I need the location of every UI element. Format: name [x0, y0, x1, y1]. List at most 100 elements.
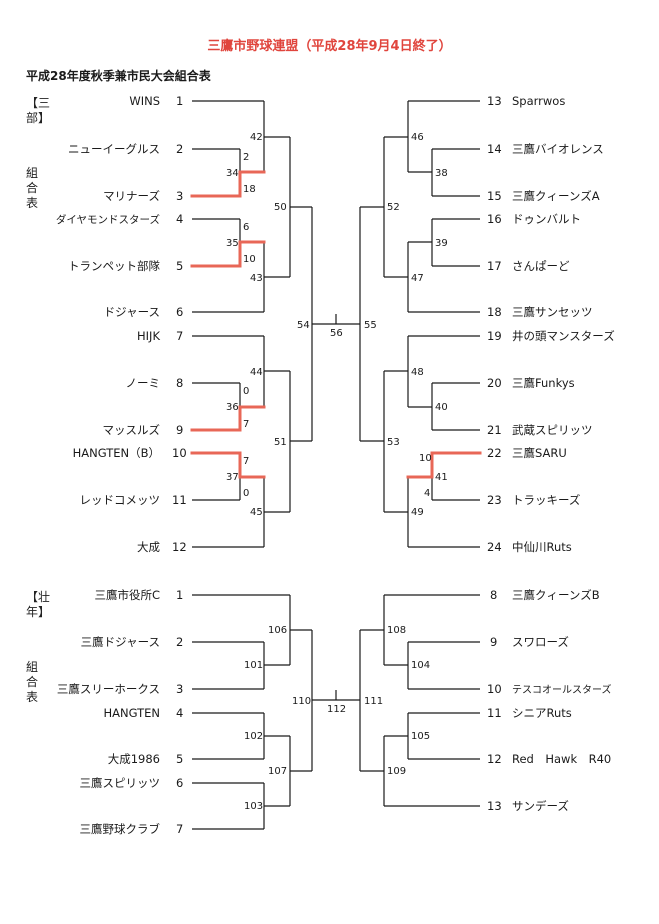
score: 6	[243, 222, 249, 233]
team-number: 12	[172, 540, 187, 554]
team-name: 大成	[137, 540, 160, 554]
team-name: 三鷹クィーンズB	[512, 588, 600, 602]
score: 7	[243, 456, 249, 467]
team-name: 三鷹スピリッツ	[80, 776, 161, 790]
game-number: 103	[244, 801, 263, 812]
team-name: ニューイーグルス	[68, 142, 160, 156]
team-number: 21	[487, 423, 502, 437]
team-number: 13	[487, 94, 502, 108]
team-name: ドゥンバルト	[512, 212, 581, 226]
team-labels: WINS 1 ニューイーグルス 2 マリナーズ 3 ダイヤモンドスターズ 4 ト…	[56, 94, 615, 836]
team-name: 三鷹市役所C	[94, 588, 160, 602]
game-number: 42	[250, 132, 263, 143]
game-number: 36	[226, 402, 239, 413]
game-number: 110	[292, 696, 311, 707]
game-number: 107	[268, 766, 287, 777]
score: 2	[243, 152, 249, 163]
team-name: スワローズ	[512, 635, 569, 649]
game-number: 47	[411, 273, 424, 284]
team-name: 三鷹スリーホークス	[57, 682, 160, 696]
team-number: 23	[487, 493, 502, 507]
team-number: 16	[487, 212, 502, 226]
team-number: 24	[487, 540, 502, 554]
score: 0	[243, 386, 249, 397]
division-sub-label-sanbu: 組合表	[26, 166, 39, 210]
team-name: 三鷹SARU	[512, 446, 567, 460]
team-number: 1	[176, 588, 183, 602]
team-number: 8	[176, 376, 183, 390]
winner-paths	[190, 170, 482, 479]
team-name: HANGTEN	[103, 706, 160, 720]
game-number: 101	[244, 660, 263, 671]
game-number: 56	[330, 328, 343, 339]
team-number: 9	[176, 423, 183, 437]
team-name: トランペット部隊	[68, 259, 160, 273]
score-labels: 2 18 6 10 0 7 7 0 10 4	[243, 152, 432, 499]
team-name: 井の頭マンスターズ	[512, 329, 615, 343]
team-name: 三鷹Funkys	[512, 376, 575, 390]
team-name: マリナーズ	[103, 189, 160, 203]
team-number: 7	[176, 329, 183, 343]
game-number: 102	[244, 731, 263, 742]
game-number: 55	[364, 320, 377, 331]
team-name: 武蔵スピリッツ	[512, 423, 593, 437]
team-number: 10	[172, 446, 187, 460]
team-number: 9	[490, 635, 497, 649]
winner-line	[190, 240, 266, 268]
team-number: 14	[487, 142, 502, 156]
team-name: トラッキーズ	[512, 493, 580, 507]
game-number: 106	[268, 625, 287, 636]
winner-line	[406, 451, 482, 479]
team-name: WINS	[129, 94, 160, 108]
team-number: 12	[487, 752, 502, 766]
team-number: 15	[487, 189, 502, 203]
game-number: 46	[411, 132, 424, 143]
team-number: 13	[487, 799, 502, 813]
game-number: 54	[297, 320, 310, 331]
score: 0	[243, 488, 249, 499]
team-name: レッドコメッツ	[80, 493, 161, 507]
winner-line	[190, 170, 266, 198]
team-name: ダイヤモンドスターズ	[56, 213, 160, 226]
game-number: 43	[250, 273, 263, 284]
team-number: 11	[487, 706, 502, 720]
team-name: マッスルズ	[103, 423, 161, 437]
game-number: 48	[411, 367, 424, 378]
team-name: 中仙川Ruts	[512, 540, 572, 554]
team-name: 三鷹クィーンズA	[512, 189, 600, 203]
game-number: 45	[250, 507, 263, 518]
game-labels: 42 34 35 43 44 36 37 45 50 51 54 56 55 5…	[226, 132, 448, 812]
game-number: 34	[226, 168, 239, 179]
team-number: 10	[487, 682, 502, 696]
team-number: 3	[176, 189, 183, 203]
team-name: ノーミ	[126, 376, 161, 390]
bracket-lines	[192, 100, 480, 830]
team-name: さんぱーど	[512, 259, 570, 273]
team-name: ドジャース	[104, 305, 160, 319]
division-sub-label-sounen: 組合表	[26, 660, 39, 704]
team-name: 三鷹野球クラブ	[80, 822, 161, 836]
team-name: シニアRuts	[512, 706, 572, 720]
game-number: 50	[274, 202, 287, 213]
team-number: 6	[176, 305, 183, 319]
game-number: 39	[435, 238, 448, 249]
team-number: 5	[176, 259, 183, 273]
game-number: 35	[226, 238, 239, 249]
game-number: 38	[435, 168, 448, 179]
team-name: テスコオールスターズ	[512, 683, 612, 696]
game-number: 108	[387, 625, 406, 636]
game-number: 112	[327, 704, 346, 715]
page-title: 三鷹市野球連盟（平成28年9月4日終了）	[207, 39, 452, 54]
team-name: Sparrwos	[512, 94, 565, 108]
game-number: 41	[435, 472, 448, 483]
team-number: 2	[176, 635, 183, 649]
game-number: 109	[387, 766, 406, 777]
team-number: 5	[176, 752, 183, 766]
game-number: 51	[274, 437, 287, 448]
team-number: 22	[487, 446, 502, 460]
game-number: 37	[226, 472, 239, 483]
team-number: 18	[487, 305, 502, 319]
game-number: 52	[387, 202, 400, 213]
